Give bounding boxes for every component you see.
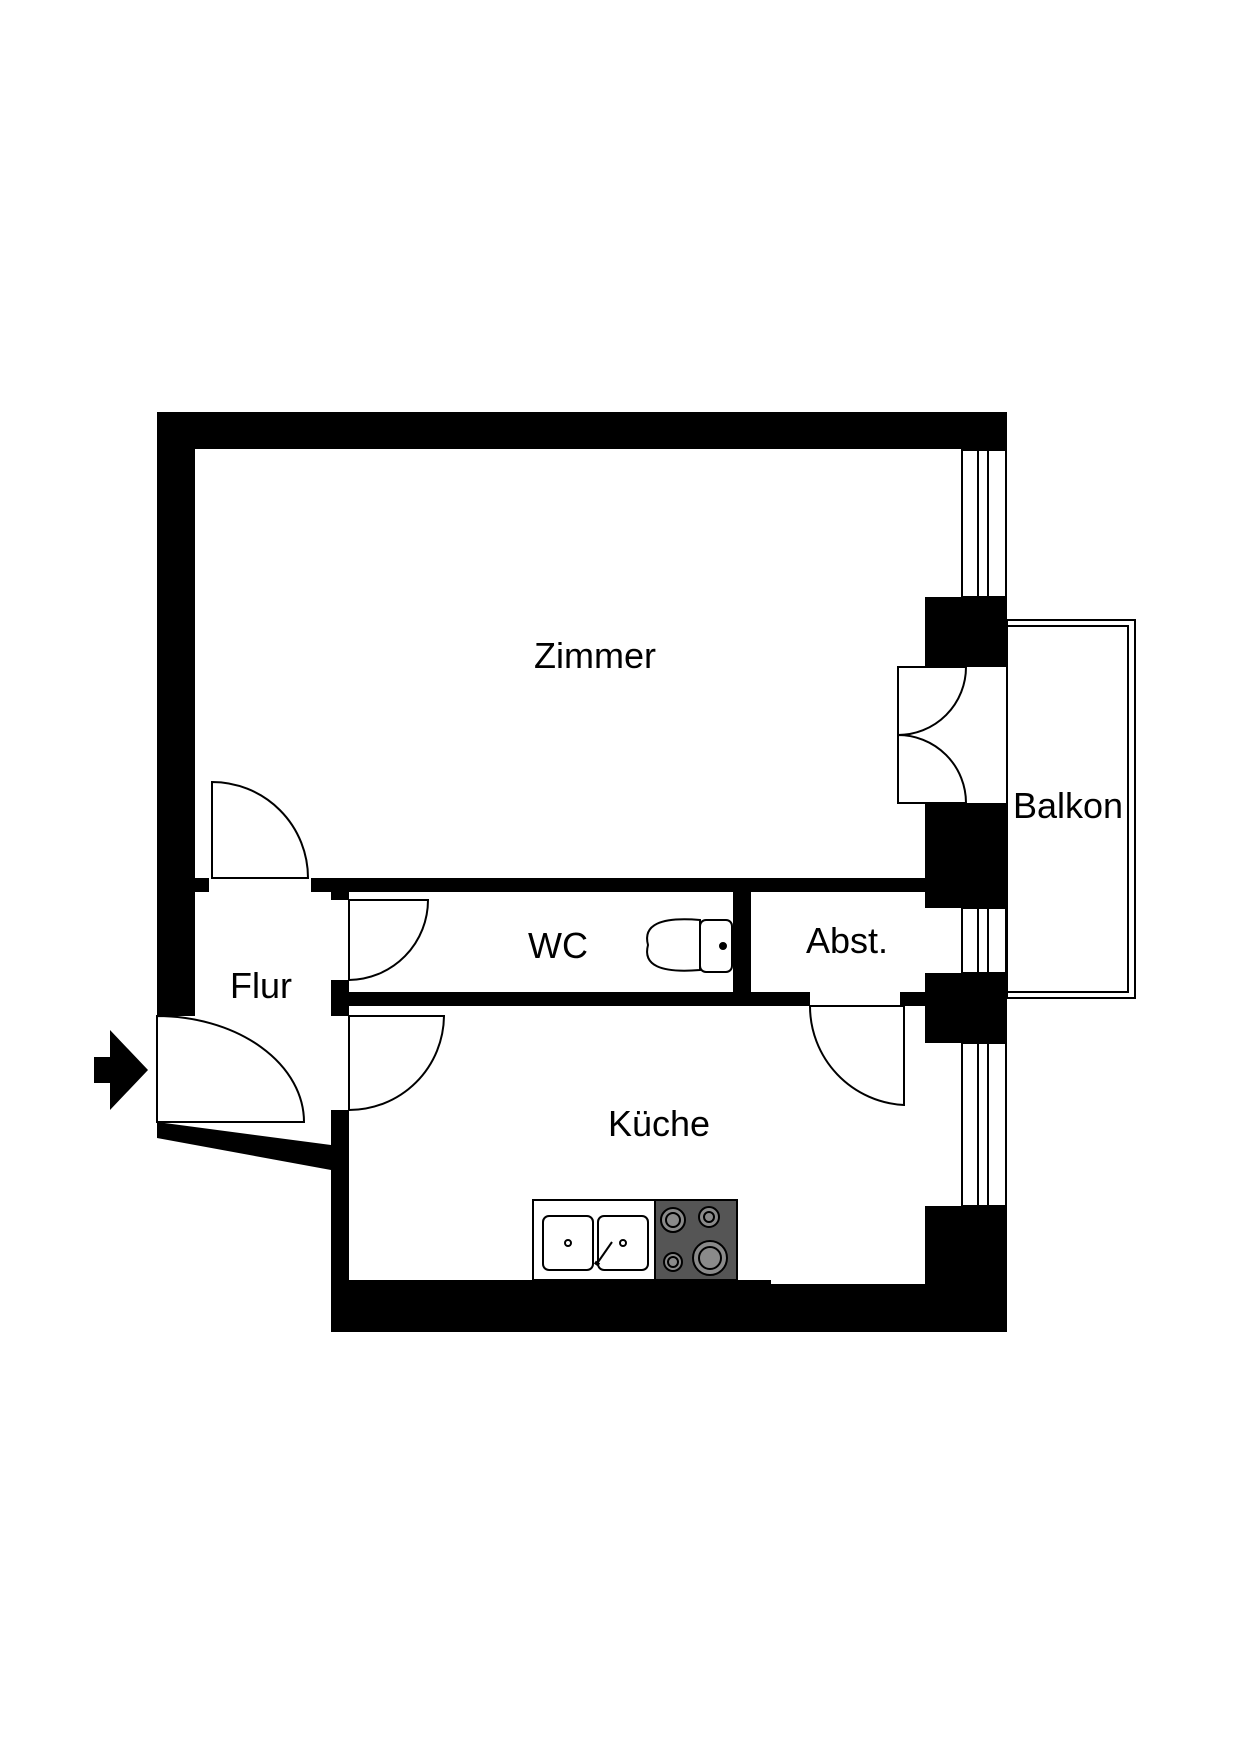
wall-abst-right (955, 892, 969, 908)
window-icon (961, 449, 1007, 598)
window-icon (961, 907, 1007, 974)
wall-bottom-inner (331, 1280, 771, 1294)
room-label-kueche: Küche (608, 1103, 710, 1144)
wall-kitchen-left (331, 1110, 349, 1332)
windows (961, 449, 1007, 1207)
wall-wc-bottom (345, 992, 810, 1006)
door-swing-icon (348, 899, 430, 982)
wall-wc-abst (733, 878, 751, 992)
window-icon (961, 1042, 1007, 1207)
door-swing-icon (211, 780, 310, 879)
door-swing-icon (156, 1014, 306, 1123)
wall-top (157, 412, 1007, 449)
wall-right-pier-1 (925, 597, 1007, 667)
wall-entrance-slant (157, 1122, 331, 1170)
entrance-arrow-icon (94, 1030, 148, 1110)
balcony (1006, 619, 1136, 999)
stove-icon (654, 1199, 738, 1281)
walls (157, 412, 1007, 1332)
wall-abst-bottom (900, 992, 926, 1006)
toilet-icon (646, 918, 733, 973)
door-swing-icon (808, 1005, 905, 1107)
room-label-wc: WC (528, 925, 588, 966)
wall-zimmer-bottom-left (195, 878, 209, 892)
wall-right-pier-3 (925, 973, 1007, 1043)
wall-wc-left-top (331, 878, 349, 900)
door-swing-icon (348, 1015, 446, 1112)
room-label-balkon: Balkon (1013, 785, 1123, 826)
wall-right-top (996, 412, 1007, 450)
sink-icon (532, 1199, 656, 1281)
wall-right-pier-2 (925, 803, 1007, 908)
wall-wc-left-bottom (331, 980, 349, 1016)
wall-zimmer-bottom (311, 878, 926, 892)
room-label-flur: Flur (230, 965, 292, 1006)
room-label-zimmer: Zimmer (534, 635, 656, 676)
door-swing-icon (897, 666, 968, 804)
wall-bottom-step (771, 1292, 926, 1296)
doors (156, 666, 968, 1123)
room-label-abst: Abst. (806, 920, 888, 961)
wall-left (157, 412, 195, 1016)
